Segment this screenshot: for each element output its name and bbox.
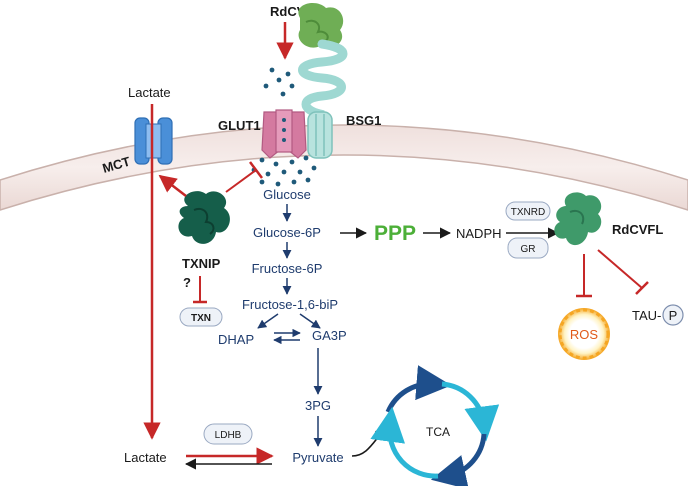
bsg1-stalk [298,39,348,155]
nadph-label: NADPH [456,226,502,241]
ros-label: ROS [570,327,599,342]
mct-transporter [134,117,173,165]
txnip-inhibits-glut1 [225,169,257,193]
txnrd-label: TXNRD [511,207,545,218]
lactate-bottom-label: Lactate [124,450,167,465]
glucose-label: Glucose [263,187,311,202]
glut1-transporter [261,109,307,159]
txn-box [179,307,223,327]
txnip-to-mct-arrow [158,174,187,197]
txnip-protein-icon [178,191,230,244]
extracellular-glucose-dots [263,67,295,97]
txn-label: TXN [191,313,211,324]
bsg1-label: BSG1 [346,113,381,128]
rdcvf-protein-icon [298,3,344,48]
bsg1-transporter [307,111,333,159]
rdcvfl-label: RdCVFL [612,222,663,237]
ga3p-label: GA3P [312,328,347,343]
lactate-top-label: Lactate [128,85,171,100]
tau-label: TAU- [632,308,661,323]
tca-cycle-icon [370,365,500,486]
ros-burst-icon [558,308,610,360]
pyruvate-label: Pyruvate [292,450,343,465]
rdcvfl-protein-icon [554,192,602,246]
glucose6p-label: Glucose-6P [253,225,321,240]
gr-box [507,237,549,259]
tca-label: TCA [426,425,450,439]
mct-label: MCT [101,154,132,176]
rdcvfl-inhibits-tau-phosphorylation [597,249,643,289]
ldhb-box [203,423,253,445]
phosphate-label: P [669,308,678,323]
gr-label: GR [521,244,536,255]
fructose6p-label: Fructose-6P [252,261,323,276]
ldhb-label: LDHB [215,430,242,441]
question-mark: ? [183,275,191,290]
dhap-label: DHAP [218,332,254,347]
glut1-label: GLUT1 [218,118,261,133]
pyruvate-to-tca-arrow [351,427,387,457]
intracellular-glucose-dots [251,155,317,187]
fructose16bip-label: Fructose-1,6-biP [242,297,338,312]
phosphate-circle [662,304,684,326]
txnrd-box [505,201,551,221]
ppp-label: PPP [374,222,416,245]
f16bp-to-ga3p-arrow [299,313,321,329]
pg3-label: 3PG [305,398,331,413]
f16bp-to-dhap-arrow [257,313,279,329]
txnip-label: TXNIP [182,256,221,271]
